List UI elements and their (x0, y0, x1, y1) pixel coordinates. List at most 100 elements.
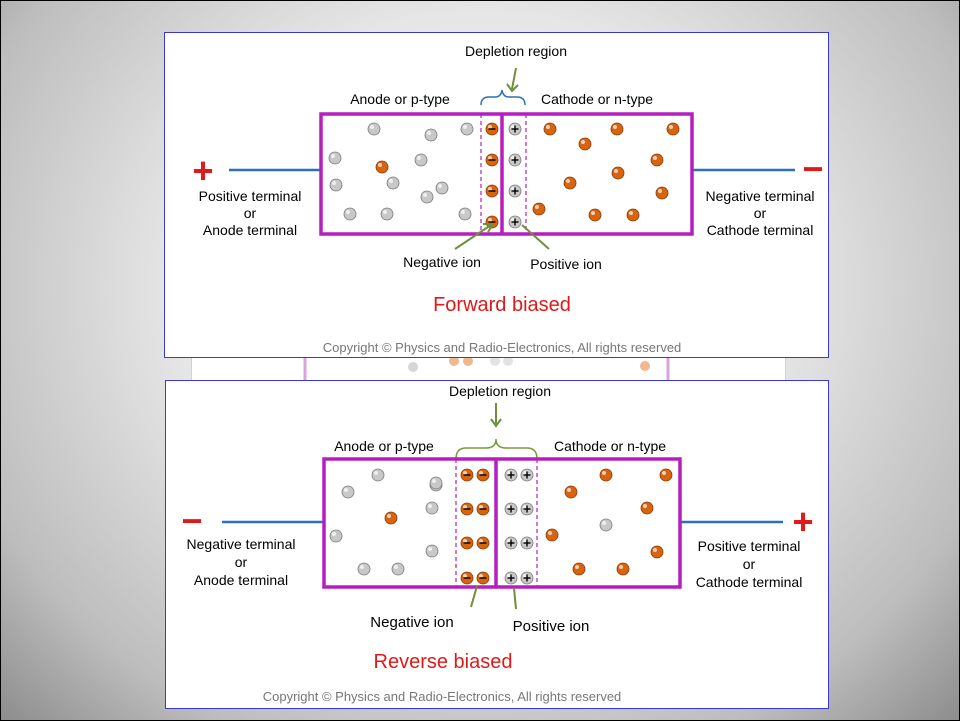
forward-biased-diagram: Depletion region Anode or p-type Cathode… (192, 43, 823, 355)
reverse-minus-sign: − (181, 500, 202, 541)
svg-text:or: or (235, 554, 248, 570)
positive-ion (520, 536, 534, 550)
reverse-negative-ion-label: Negative ion (370, 614, 453, 631)
hole-carrier (328, 151, 342, 165)
reverse-carriers (329, 468, 673, 585)
background-duplicate-junction (303, 356, 670, 381)
positive-ion (504, 502, 518, 516)
hole-carrier (425, 544, 439, 558)
negative-ion (476, 571, 490, 585)
electron-carrier (532, 202, 546, 216)
negative-ion (476, 536, 490, 550)
hole-carrier (435, 181, 449, 195)
negative-ion (485, 122, 499, 136)
svg-text:Anode terminal: Anode terminal (194, 572, 288, 588)
hole-carrier (329, 178, 343, 192)
svg-text:Anode terminal: Anode terminal (203, 222, 297, 238)
electron-carrier (384, 511, 398, 525)
forward-anode-type-label: Anode or p-type (350, 91, 450, 107)
forward-positive-ion-pointer (521, 224, 550, 250)
svg-text:Positive terminal: Positive terminal (698, 538, 801, 554)
forward-negative-ion-arrowhead (483, 223, 495, 233)
svg-text:or: or (743, 556, 756, 572)
hole-carrier (458, 207, 472, 221)
reverse-junction-box (322, 457, 682, 589)
hole-carrier (357, 562, 371, 576)
svg-text:Cathode terminal: Cathode terminal (707, 222, 814, 238)
reverse-anode-type-label: Anode or p-type (334, 438, 434, 454)
forward-depletion-brace (480, 89, 526, 106)
forward-copyright: Copyright © Physics and Radio-Electronic… (323, 340, 682, 355)
forward-cathode-type-label: Cathode or n-type (541, 91, 653, 107)
svg-text:Cathode terminal: Cathode terminal (696, 574, 803, 590)
electron-carrier (626, 208, 640, 222)
hole-carrier (414, 153, 428, 167)
electron-carrier (611, 166, 625, 180)
positive-ion (508, 184, 522, 198)
electron-carrier (588, 208, 602, 222)
hole-carrier (371, 468, 385, 482)
electron-carrier (564, 485, 578, 499)
reverse-positive-ion-label: Positive ion (513, 618, 590, 635)
electron-carrier (616, 562, 630, 576)
reverse-right-terminal-label: Positive terminal or Cathode terminal (696, 538, 803, 590)
positive-ion (504, 536, 518, 550)
hole-carrier (420, 190, 434, 204)
background-duplicate-panel (191, 356, 786, 382)
forward-positive-ion-label: Positive ion (530, 256, 602, 272)
negative-ion (460, 468, 474, 482)
svg-text:or: or (754, 205, 767, 221)
electron-carrier (659, 468, 673, 482)
svg-text:Negative terminal: Negative terminal (187, 536, 296, 552)
electron-carrier (375, 160, 389, 174)
electron-carrier (666, 122, 680, 136)
hole-carrier (386, 176, 400, 190)
svg-text:Negative terminal: Negative terminal (706, 188, 815, 204)
hole-carrier (599, 518, 613, 532)
positive-ion (508, 122, 522, 136)
forward-junction-box (319, 112, 694, 236)
electron-carrier (610, 122, 624, 136)
forward-negative-ion-pointer (454, 224, 492, 250)
forward-left-terminal-label: Positive terminal or Anode terminal (199, 188, 302, 238)
hole-carrier (425, 501, 439, 515)
positive-ion (520, 468, 534, 482)
reverse-plus-sign: + (792, 501, 813, 542)
reverse-depletion-arrowhead (490, 418, 502, 428)
hole-carrier (429, 476, 443, 490)
svg-text:or: or (244, 205, 257, 221)
forward-negative-ion-label: Negative ion (403, 254, 481, 270)
hole-carrier (380, 207, 394, 221)
forward-right-terminal-label: Negative terminal or Cathode terminal (706, 188, 815, 238)
positive-ion (504, 468, 518, 482)
reverse-negative-ion-pointer (470, 585, 478, 608)
hole-carrier (424, 128, 438, 142)
reverse-copyright: Copyright © Physics and Radio-Electronic… (263, 689, 622, 704)
reverse-biased-panel: Depletion region Anode or p-type Cathode… (165, 380, 829, 709)
hole-carrier (329, 529, 343, 543)
negative-ion (476, 502, 490, 516)
forward-depletion-arrowhead (506, 83, 519, 93)
positive-ion (508, 153, 522, 167)
hole-carrier (367, 122, 381, 136)
electron-carrier (650, 545, 664, 559)
hole-carrier (391, 562, 405, 576)
forward-minus-sign: − (802, 148, 823, 189)
forward-depletion-label: Depletion region (465, 43, 567, 59)
electron-carrier (640, 501, 654, 515)
negative-ion (485, 153, 499, 167)
svg-text:Positive terminal: Positive terminal (199, 188, 302, 204)
negative-ion (460, 502, 474, 516)
forward-plus-sign: + (192, 150, 213, 191)
reverse-depletion-label: Depletion region (449, 383, 551, 399)
reverse-biased-caption: Reverse biased (374, 651, 513, 673)
forward-biased-caption: Forward biased (433, 294, 571, 316)
electron-carrier (563, 176, 577, 190)
reverse-left-terminal-label: Negative terminal or Anode terminal (187, 536, 296, 588)
electron-carrier (650, 153, 664, 167)
electron-carrier (599, 468, 613, 482)
electron-carrier (543, 122, 557, 136)
reverse-depletion-brace (455, 438, 538, 460)
forward-biased-panel: Depletion region Anode or p-type Cathode… (164, 32, 829, 358)
